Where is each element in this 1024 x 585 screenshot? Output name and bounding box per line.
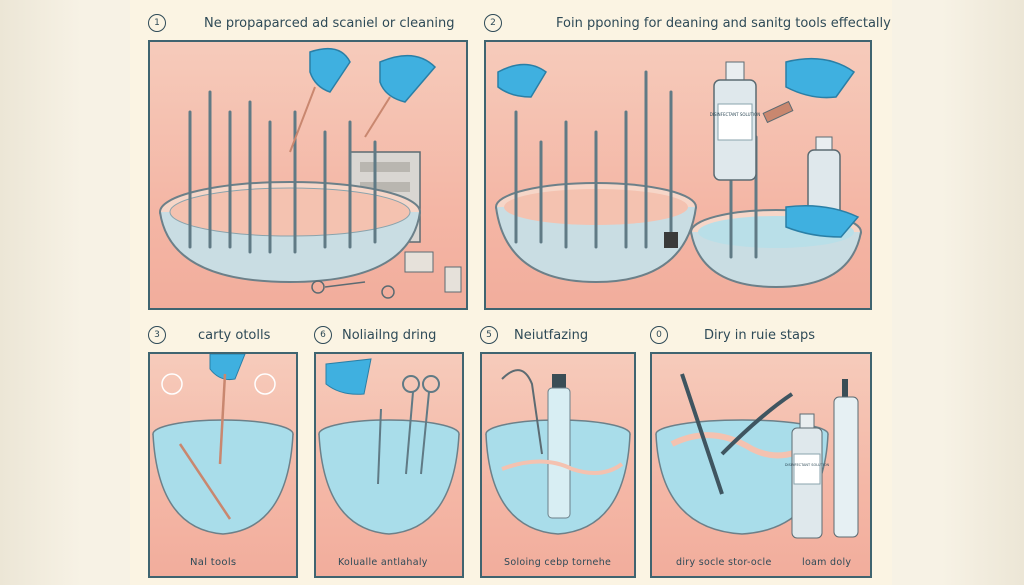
panel-3-title: carty otolls (198, 327, 271, 343)
tweezer-icon (178, 373, 232, 520)
panel-6-number: 0 (650, 326, 668, 344)
scissors-icon (501, 369, 543, 455)
panel-5-illustration (485, 369, 631, 535)
bottle-icon: DISINFECTANT SOLUTION (785, 413, 830, 539)
scissors-icon (311, 280, 395, 299)
panel-5-number: 5 (480, 326, 498, 344)
brush-icon (664, 100, 794, 248)
panel-5-caption: Soloing cebp tornehe (504, 557, 612, 568)
roller-icon (404, 251, 462, 293)
panel-3-illustration (152, 354, 294, 535)
panel-6-caption-left: diry socle stor-ocle (676, 557, 772, 568)
glove-hand-icon (309, 47, 437, 103)
panel-3-header: 3 carty otolls (148, 318, 270, 352)
panel-2-title: Foin pponing for deaning and sanitg tool… (556, 15, 891, 31)
bottle-icon: DISINFECTANT SOLUTION (710, 61, 761, 181)
illustration-sheet: 1 Ne propaparced ad scaniel or cleaning … (130, 0, 892, 585)
panel-1-title: Ne propaparced ad scaniel or cleaning (204, 15, 455, 31)
panel-3-caption: Nal tools (190, 557, 237, 568)
panel-2-number: 2 (484, 14, 502, 32)
panel-1 (148, 40, 468, 310)
panel-4-header: 6 Noliailng dring (314, 318, 436, 352)
scissors-icon (402, 375, 440, 475)
panel-5-title: Neiutfazing (514, 327, 589, 343)
panel-2: DISINFECTANT SOLUTION (484, 40, 872, 310)
panel-2-header: 2 Foin pponing for deaning and sanitg to… (484, 6, 891, 40)
panel-4-caption: Kolualle antlahaly (338, 557, 428, 568)
panel-6-title: Diry in ruie staps (704, 327, 815, 343)
panel-4: Kolualle antlahaly (314, 352, 464, 578)
foam-icon (501, 459, 624, 475)
tweezer-icon (289, 86, 391, 153)
panel-3: Nal tools (148, 352, 298, 578)
panel-4-number: 6 (314, 326, 332, 344)
panel-2-illustration: DISINFECTANT SOLUTION (495, 57, 862, 289)
tool-icon (377, 408, 382, 485)
dropper-icon (547, 374, 571, 519)
tools-group-icon (188, 90, 377, 254)
glove-hand-icon (209, 354, 246, 380)
panel-1-illustration (159, 47, 462, 299)
tools-group-icon (514, 70, 758, 259)
panel-1-header: 1 Ne propaparced ad scaniel or cleaning (148, 6, 454, 40)
glove-hand-icon (325, 358, 372, 395)
panel-4-illustration (318, 358, 460, 535)
panel-6-caption-right: loam doly (802, 557, 852, 568)
panel-6-illustration: DISINFECTANT SOLUTION (655, 373, 859, 539)
bubble-icon (161, 373, 183, 395)
panel-5-header: 5 Neiutfazing (480, 318, 588, 352)
pump-bottle-icon (833, 379, 859, 538)
panel-6: DISINFECTANT SOLUTION diry socle stor-oc… (650, 352, 872, 578)
panel-3-number: 3 (148, 326, 166, 344)
panel-1-number: 1 (148, 14, 166, 32)
bottle-label-text-small: DISINFECTANT SOLUTION (785, 463, 830, 467)
panel-4-title: Noliailng dring (342, 327, 437, 343)
bowl-icon (152, 419, 294, 535)
panel-6-header: 0 Diry in ruie staps (650, 318, 815, 352)
bowl-icon (318, 419, 460, 535)
bottle-label-text: DISINFECTANT SOLUTION (710, 112, 761, 117)
panel-5: Soloing cebp tornehe (480, 352, 636, 578)
glove-hand-icon (497, 57, 860, 238)
bowl-icon (159, 181, 421, 284)
bubble-icon (254, 373, 276, 395)
tweezer-icon (680, 373, 794, 495)
